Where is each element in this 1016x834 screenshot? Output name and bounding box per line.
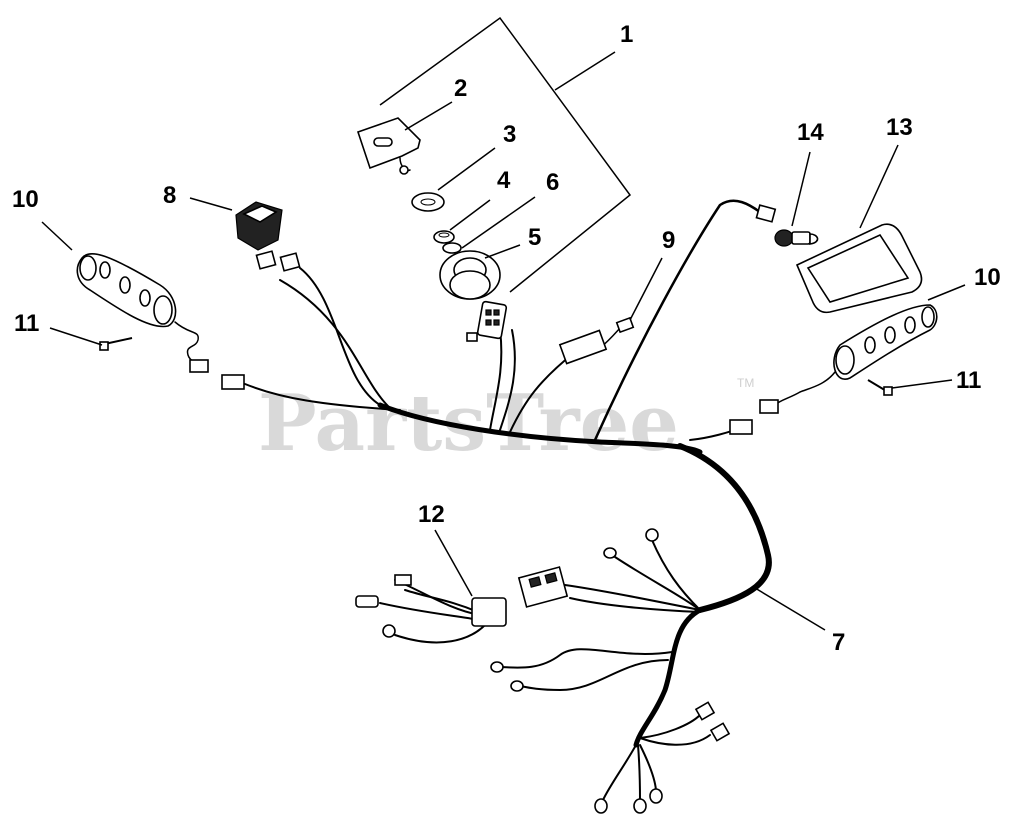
screw-left xyxy=(99,337,133,351)
callout-7: 7 xyxy=(832,629,845,656)
ring-terminal xyxy=(510,680,524,692)
wire-connector-c xyxy=(639,734,711,746)
leader-lines xyxy=(41,16,966,631)
harness-plug xyxy=(517,566,569,608)
ring-terminal xyxy=(490,661,504,673)
wire-ring-2 xyxy=(651,539,701,611)
harness-branch-lower xyxy=(633,607,703,748)
callout-13: 13 xyxy=(886,114,913,141)
fuse xyxy=(615,316,635,334)
wire-connector-b xyxy=(569,597,701,613)
light-connector xyxy=(755,204,777,223)
ring-terminal xyxy=(633,798,647,814)
ignition-key xyxy=(356,117,421,175)
wire-harness xyxy=(244,199,772,801)
callout-4: 4 xyxy=(497,167,511,194)
wire-ring-3 xyxy=(499,648,673,669)
ignition-plug xyxy=(476,300,508,340)
callout-10-right: 10 xyxy=(974,264,1001,291)
bulb-socket xyxy=(774,229,819,247)
harness-trunk xyxy=(377,402,703,455)
callout-9: 9 xyxy=(662,227,675,254)
wire-ring-4 xyxy=(519,659,669,691)
ring-terminal xyxy=(594,798,608,814)
callout-numbers: 1 2 3 4 5 6 7 8 9 10 10 11 11 12 13 14 xyxy=(12,21,1001,656)
lens xyxy=(795,223,923,314)
ignition-switch xyxy=(439,250,501,300)
fuse-holder xyxy=(558,329,608,365)
spade-connector xyxy=(694,701,716,721)
ring-terminals xyxy=(490,528,663,814)
callout-1: 1 xyxy=(620,21,633,48)
callout-3: 3 xyxy=(503,121,516,148)
callout-5: 5 xyxy=(528,224,541,251)
wire-to-light xyxy=(593,199,762,442)
wire-to-fuse-holder xyxy=(509,351,576,433)
callout-6: 6 xyxy=(546,169,559,196)
wire-connector-a xyxy=(564,584,701,611)
screw-right xyxy=(867,379,893,396)
small-terminal xyxy=(466,332,478,342)
callout-8: 8 xyxy=(163,182,176,209)
nut xyxy=(433,230,455,244)
wire-ring-1 xyxy=(614,556,701,611)
watermark-tm: TM xyxy=(737,376,754,390)
watermark-text: PartsTree xyxy=(258,378,679,469)
harness-branch-down xyxy=(677,443,772,613)
wire-to-switch-b xyxy=(279,279,391,409)
rocker-switch xyxy=(235,201,301,272)
wire-ring-5 xyxy=(602,744,637,801)
callout-14: 14 xyxy=(797,119,824,146)
callout-10-left: 10 xyxy=(12,186,39,213)
wire-to-ignition-a xyxy=(489,329,503,431)
heated-grip-left xyxy=(76,252,245,390)
relay xyxy=(355,574,507,644)
wire-ring-6 xyxy=(637,744,641,801)
wire-to-switch-a xyxy=(299,267,381,406)
spade-connector xyxy=(709,722,731,742)
washer xyxy=(411,192,445,212)
wire-to-left-grip xyxy=(244,383,401,411)
callout-11-right: 11 xyxy=(956,367,981,394)
ring-terminal xyxy=(603,547,617,559)
ring-terminal xyxy=(649,788,663,804)
callout-11-left: 11 xyxy=(14,310,39,337)
ring-terminal xyxy=(645,528,659,542)
heated-grip-right xyxy=(729,304,938,435)
wire-to-ignition-b xyxy=(499,329,516,431)
wire-ring-7 xyxy=(639,744,657,791)
callout-12: 12 xyxy=(418,501,445,528)
wire-connector-d xyxy=(639,714,701,739)
lock-washer xyxy=(442,242,462,254)
callout-2: 2 xyxy=(454,75,467,102)
